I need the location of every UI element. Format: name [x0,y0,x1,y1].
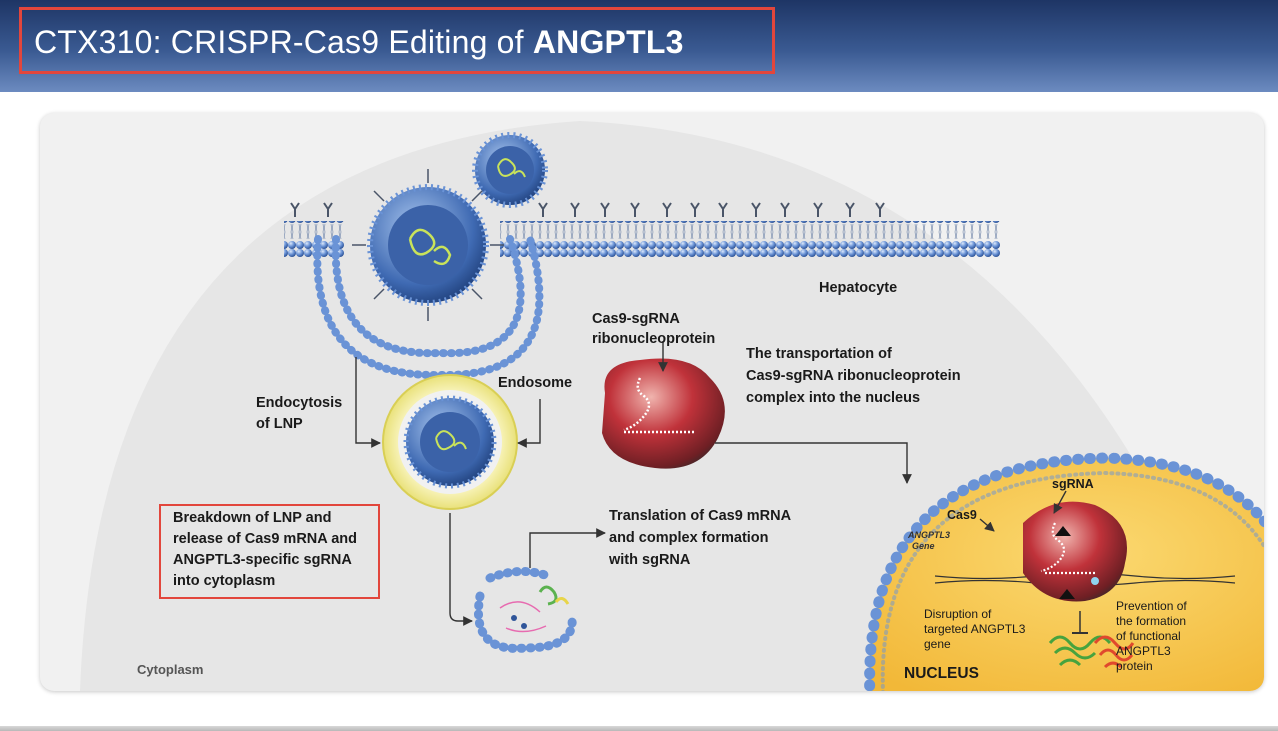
label-disruption-line3: gene [924,637,951,651]
lnp-free [472,132,548,208]
label-translation-line2: and complex formation [609,530,769,546]
label-cas9-rnp-line1: Cas9-sgRNA [592,311,680,327]
label-breakdown-line3: ANGPTL3-specific sgRNA [173,552,352,568]
title-prefix: CTX310: CRISPR-Cas9 Editing of [34,24,533,60]
label-angptl3-gene-line2: Gene [912,541,935,551]
process-arrows [355,341,1067,626]
cell-membrane-right [500,221,1000,257]
label-transport-line3: complex into the nucleus [746,390,921,406]
label-nucleus: NUCLEUS [904,665,979,682]
title-strong: ANGPTL3 [532,24,684,60]
label-prevention-line1: Prevention of [1116,599,1187,613]
breakdown-highlight-box [159,504,380,599]
label-prevention-line4: ANGPTL3 [1116,644,1171,658]
slide-title: CTX310: CRISPR-Cas9 Editing of ANGPTL3 [34,24,684,61]
slide-header: CTX310: CRISPR-Cas9 Editing of ANGPTL3 [0,0,1278,92]
label-disruption-line1: Disruption of [924,607,992,621]
label-breakdown-line1: Breakdown of LNP and [173,510,332,526]
label-translation-line3: with sgRNA [609,552,691,568]
label-translation-line1: Translation of Cas9 mRNA [609,508,792,524]
label-transport-line1: The transportation of [746,346,892,362]
lnp-entering [352,169,504,321]
label-cytoplasm: Cytoplasm [137,662,204,677]
label-prevention-line2: the formation [1116,614,1187,628]
title-highlight-box [19,7,775,74]
label-prevention-line3: of functional [1116,629,1181,643]
label-breakdown-line4: into cytoplasm [173,573,276,589]
membrane-receptors [290,202,885,217]
label-sgrna: sgRNA [1052,477,1094,491]
broken-lnp [474,567,577,653]
label-prevention-line5: protein [1116,659,1153,673]
nucleus [864,452,1264,691]
label-transport-line2: Cas9-sgRNA ribonucleoprotein [746,368,961,384]
cas9-rnp-cytoplasm [602,358,725,469]
footer-divider [0,726,1278,731]
diagram-panel: Hepatocyte Cas9-sgRNA ribonucleoprotein … [40,113,1264,691]
endosome [382,374,518,510]
label-breakdown-line2: release of Cas9 mRNA and [173,531,358,547]
label-angptl3-gene-line1: ANGPTL3 [908,530,951,540]
label-cas9-rnp-line2: ribonucleoprotein [592,331,716,347]
label-hepatocyte: Hepatocyte [819,280,898,296]
label-endocytosis-line1: Endocytosis [256,395,343,411]
label-disruption-line2: targeted ANGPTL3 [924,622,1026,636]
membrane-invagination [331,235,525,358]
diagram-canvas [80,121,1264,691]
label-cas9: Cas9 [947,508,977,522]
label-endosome: Endosome [498,375,573,391]
label-endocytosis-line2: of LNP [256,416,303,432]
